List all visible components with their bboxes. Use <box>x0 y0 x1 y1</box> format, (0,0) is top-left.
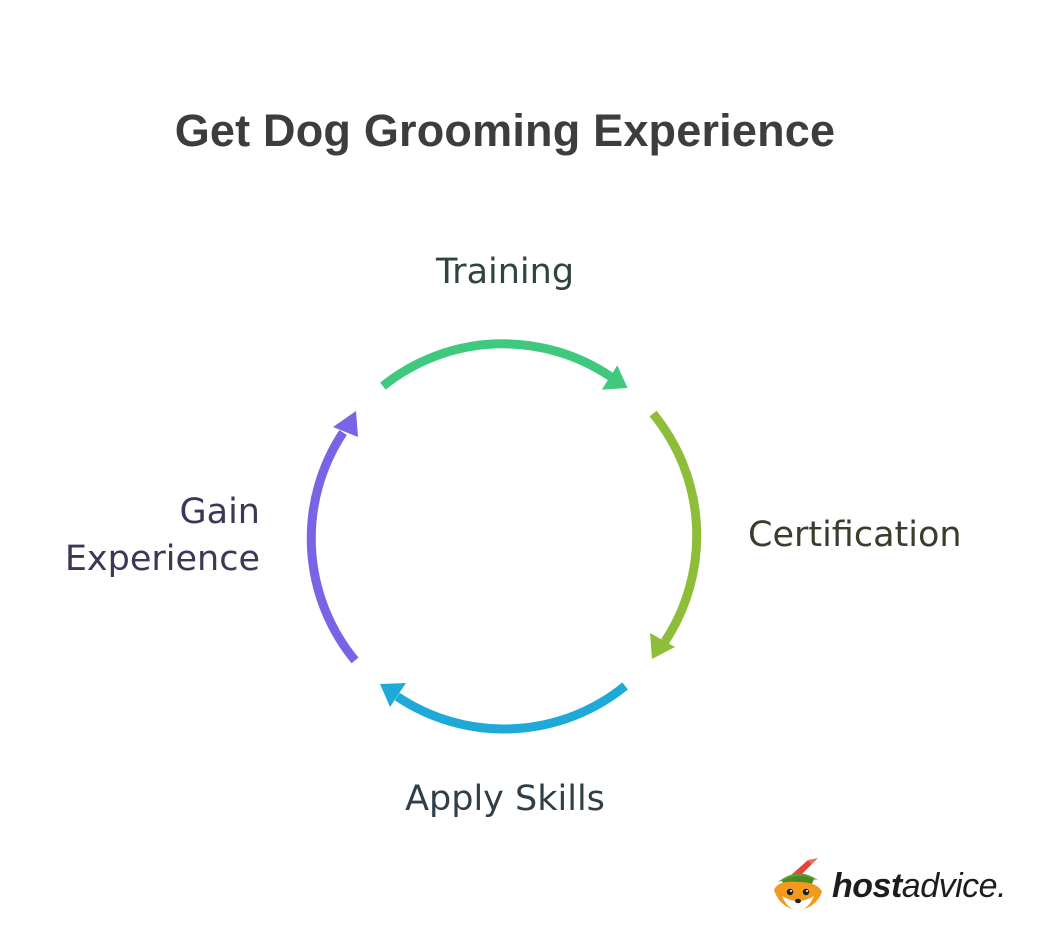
stage-label-gain-experience-line1: Gain <box>179 492 260 532</box>
diagram-title: Get Dog Grooming Experience <box>174 105 836 156</box>
stage-label-training: Training <box>435 252 575 292</box>
stage-label-gain-experience: Gain Experience <box>20 489 260 583</box>
logo-text-light: advice. <box>901 866 1007 905</box>
arrow-certification <box>649 410 702 644</box>
arrow-training <box>380 339 614 390</box>
arrow-gain-experience <box>306 430 359 664</box>
stage-label-apply-skills: Apply Skills <box>405 779 605 819</box>
arrow-apply-skills <box>394 682 628 734</box>
arrowhead-gain-experience <box>333 411 358 437</box>
stage-label-certification: Certification <box>748 515 962 555</box>
arrowhead-certification <box>650 633 675 659</box>
arrowhead-training <box>601 365 628 390</box>
arrowhead-apply-skills <box>380 683 406 707</box>
logo-wordmark: hostadvice. <box>832 866 1007 906</box>
logo-text-bold: host <box>832 866 902 905</box>
stage-label-gain-experience-line2: Experience <box>64 539 260 579</box>
hostadvice-logo: hostadvice. <box>768 856 1007 916</box>
fox-mascot-icon <box>774 858 822 910</box>
